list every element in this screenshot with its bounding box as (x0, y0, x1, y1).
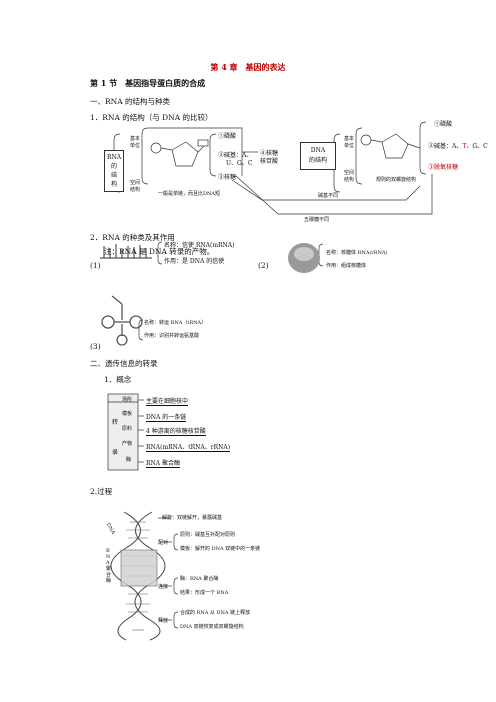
rna-box-line: 结 (110, 172, 117, 179)
rna-bases: ②碱基：A、 (218, 152, 253, 159)
heading-rna-structure: 一、RNA 的结构与种类 (90, 97, 171, 106)
trna-function: 作用：识别并转运氨基酸 (144, 333, 200, 339)
dna-space-structure: 空间 结构 (344, 170, 354, 184)
concept-value-location: 主要在细胞核中 (146, 398, 189, 406)
subheading-rna-types: 2．RNA 的种类及其作用 (90, 233, 175, 242)
concept-root-char: 录 (112, 449, 119, 456)
difference-bases: 碱基不同 (318, 193, 339, 199)
subheading-concept: 1．概念 (104, 375, 132, 384)
subheading-rna-vs-dna: 1．RNA 的结构（与 DNA 的比较） (90, 113, 213, 122)
mrna-label: (1) (90, 261, 101, 270)
rrna-function: 作用：组成核糖体 (326, 263, 367, 269)
step-pairing-line1: 原则：碱基互补配对原则 (180, 532, 236, 538)
step-linking-line1: 酶：RNA 聚合酶 (180, 576, 219, 582)
rna-space-line: 结构 (130, 187, 141, 193)
rna-space-text: 一般是单链，而且比DNA短 (158, 191, 220, 197)
concept-key-product: 产物 (122, 441, 133, 447)
rna-structure-box: RNA 的 结 构 (104, 150, 124, 192)
concept-key-location: 场所 (122, 397, 133, 403)
dna-space-line: 结构 (344, 177, 355, 183)
section-title: 第 1 节 基因指导蛋白质的合成 (90, 78, 206, 88)
rna-space-structure: 空间 结构 (130, 180, 140, 194)
rna-space-line: 空间 (130, 180, 141, 186)
step-release-line2: DNA 双链恢复成双螺旋结构 (180, 624, 244, 630)
step-pairing-line2: 模板：解开的 DNA 双链中的一条链 (180, 546, 261, 552)
rna-box-line: RNA (106, 154, 122, 161)
step-release-line1: 合成的 RNA 从 DNA 链上释放 (180, 610, 251, 616)
rna-ribonucleotide-2: 核苷酸 (260, 158, 279, 165)
dna-basic-unit: 基本 单位 (344, 136, 354, 150)
rna-ribose: ③核糖 (218, 174, 237, 181)
dna-box-line: 的结构 (308, 157, 327, 164)
trna-label: (3) (90, 342, 101, 351)
dna-base-t: T (462, 143, 467, 150)
dna-bases-rest: 、G、C (466, 143, 488, 150)
rna-bases-2: U、G、C (226, 160, 253, 167)
step-release-key: 释放 (158, 618, 169, 624)
concept-root-char: 转 (112, 419, 119, 426)
concept-root: 转 录 (112, 408, 118, 468)
dna-box-line: DNA (310, 147, 326, 154)
dna-deoxyribose: ③脱氧核糖 (428, 164, 459, 171)
concept-key-material: 原料 (122, 426, 133, 432)
concept-key-enzyme: 酶 (126, 457, 132, 463)
rna-basic-unit-line: 基本 (130, 136, 141, 142)
rna-note: 注：RNA 是 DNA 转录的产物。 (104, 247, 215, 256)
dna-space-line: 空间 (344, 170, 355, 176)
rrna-label: (2) (258, 261, 269, 270)
heading-transcription: 二、遗传信息的转录 (90, 359, 158, 368)
step-unwinding: 解旋：双链解开，暴露碱基 (162, 515, 223, 521)
rna-ribonucleotide: ④核糖 (260, 150, 279, 157)
rna-box-line: 构 (110, 181, 117, 188)
concept-value-template: DNA 的一条链 (146, 414, 187, 422)
dna-bases: ②碱基：A、T、G、C (428, 141, 488, 150)
process-rna-polymerase-label: RNA聚合酶 (106, 548, 112, 584)
step-linking-key: 连接 (158, 584, 169, 590)
concept-value-enzyme: RNA 聚合酶 (146, 460, 181, 468)
mrna-function: 作用：是 DNA 的信使 (164, 258, 225, 265)
mrna-name: 名称：信使 RNA(mRNA) (164, 242, 235, 249)
dna-phosphate: ①磷酸 (434, 121, 453, 128)
concept-value-product: RNA(mRNA、tRNA、rRNA) (146, 444, 231, 452)
rna-basic-unit: 基本 单位 (130, 136, 140, 150)
concept-value-material: 4 种游离的核糖核苷酸 (146, 428, 206, 436)
rna-basic-unit-line: 单位 (130, 143, 141, 149)
chapter-title: 第 4 章 基因的表达 (210, 62, 286, 72)
subheading-process: 2.过程 (90, 487, 113, 496)
dna-basic-unit-line: 单位 (344, 143, 355, 149)
dna-basic-unit-line: 基本 (344, 136, 355, 142)
concept-key-template: 模板 (122, 411, 133, 417)
difference-sugar: 五碳糖不同 (304, 217, 330, 223)
rna-phosphate: ①磷酸 (218, 133, 237, 140)
dna-structure-box: DNA 的结构 (300, 142, 336, 170)
rna-box-line: 的 (110, 163, 117, 170)
dna-bases-prefix: ②碱基： (428, 143, 453, 150)
step-pairing-key: 配对 (158, 540, 169, 546)
dna-base-a: A、 (452, 143, 463, 150)
rrna-name: 名称：核糖体 RNA(rRNA) (326, 250, 388, 256)
trna-name: 名称：转运 RNA（tRNA） (144, 320, 207, 326)
dna-space-text: 规则的双螺旋结构 (376, 177, 417, 183)
step-linking-line2: 结果：形成一个 RNA (180, 590, 229, 596)
